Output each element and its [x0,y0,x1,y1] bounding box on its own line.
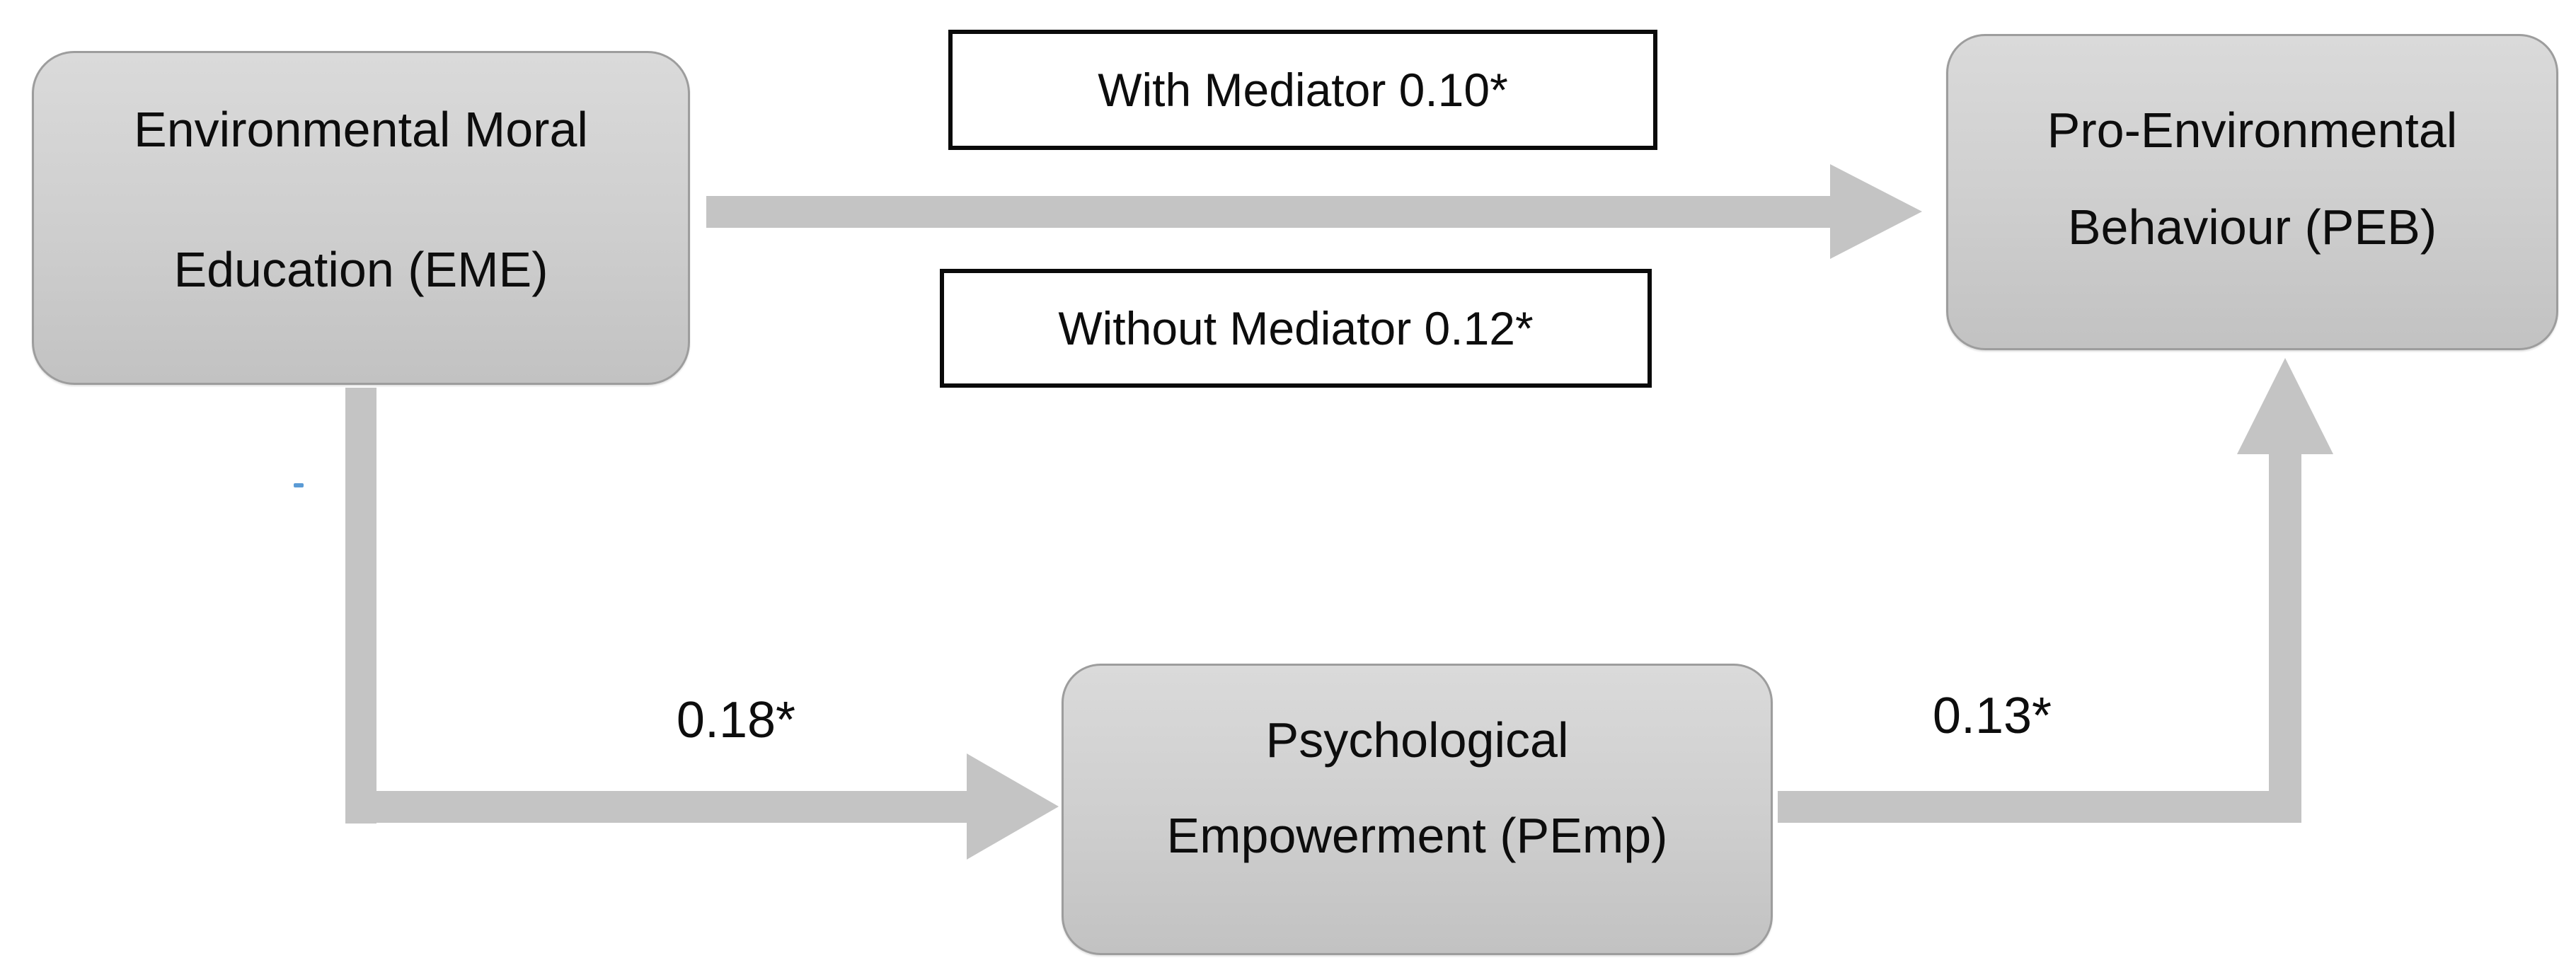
label-box-without-mediator: Without Mediator 0.12* [940,269,1652,388]
connector-eme-down [345,388,376,824]
node-pemp-line1: Psychological [1265,712,1569,768]
node-environmental-moral-education: Environmental Moral Education (EME) [32,51,690,385]
label-box-with-mediator: With Mediator 0.10* [948,30,1657,150]
node-pro-environmental-behaviour: Pro-Environmental Behaviour (PEB) [1946,34,2558,350]
node-psychological-empowerment: Psychological Empowerment (PEmp) [1062,664,1773,955]
label-without-mediator-text: Without Mediator 0.12* [1058,302,1534,354]
node-peb-line2: Behaviour (PEB) [2067,199,2437,255]
label-with-mediator-text: With Mediator 0.10* [1098,64,1508,116]
connector-pemp-right [1778,791,2301,823]
arrowhead-right-icon [967,753,1059,860]
node-pemp-line2: Empowerment (PEmp) [1166,808,1668,863]
stray-blue-mark [294,483,304,487]
arrow-shaft-eme-to-pemp [345,791,968,823]
arrow-shaft-eme-to-peb [706,196,1832,228]
node-peb-line1: Pro-Environmental [2047,102,2458,158]
connector-riser-to-peb [2269,454,2301,823]
node-eme-line1: Environmental Moral [134,102,588,157]
arrowhead-up-icon [2237,358,2333,454]
coefficient-pemp-to-peb: 0.13* [1932,688,2052,744]
arrowhead-right-icon [1830,164,1922,259]
coefficient-eme-to-pemp: 0.18* [676,692,796,749]
node-eme-line2: Education (EME) [173,242,548,297]
